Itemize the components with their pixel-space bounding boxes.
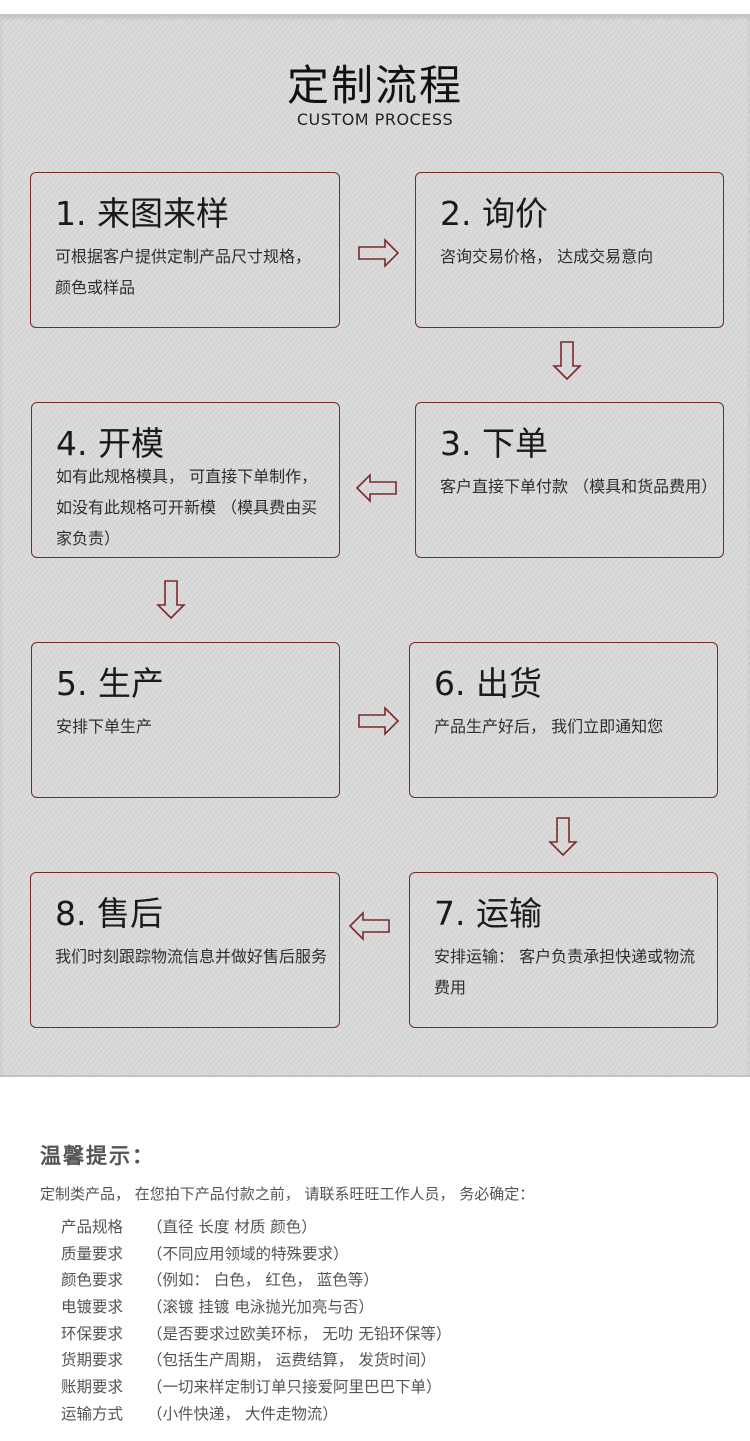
tip-item: 环保要求 （是否要求过欧美环标， 无叻 无铅环保等） xyxy=(61,1322,451,1349)
step-5-box: 5. 生产 安排下单生产 xyxy=(31,642,340,798)
tip-label: 货期要求 xyxy=(61,1351,124,1370)
tip-item: 运输方式 （小件快递， 大件走物流） xyxy=(61,1402,451,1429)
step-title: 5. 生产 xyxy=(56,664,164,703)
tip-label: 产品规格 xyxy=(61,1218,124,1236)
tip-item: 货期要求 （包括生产周期， 运费结算， 发货时间） xyxy=(61,1348,451,1375)
step-title: 8. 售后 xyxy=(55,894,163,933)
tip-item: 电镀要求 （滚镀 挂镀 电泳抛光加亮与否） xyxy=(61,1295,451,1322)
process-panel xyxy=(0,14,750,1077)
step-title: 4. 开模 xyxy=(56,424,164,463)
step-title: 2. 询价 xyxy=(440,194,548,233)
tip-label: 颜色要求 xyxy=(61,1271,124,1290)
tip-item: 产品规格 （直径 长度 材质 颜色） xyxy=(61,1215,451,1242)
arrow-down-icon xyxy=(156,580,186,620)
step-1-box: 1. 来图来样 可根据客户提供定制产品尺寸规格， 颜色或样品 xyxy=(30,172,340,328)
step-description: 产品生产好后， 我们立即通知您 xyxy=(434,717,664,736)
tip-label: 质量要求 xyxy=(61,1244,124,1263)
tip-item: 质量要求 （不同应用领域的特殊要求） xyxy=(61,1242,451,1269)
tip-value: （是否要求过欧美环标， 无叻 无铅环保等） xyxy=(147,1324,452,1343)
tip-value: （直径 长度 材质 颜色） xyxy=(147,1218,317,1236)
arrow-right-icon xyxy=(358,706,400,736)
step-6-box: 6. 出货 产品生产好后， 我们立即通知您 xyxy=(409,642,718,798)
step-8-box: 8. 售后 我们时刻跟踪物流信息并做好售后服务 xyxy=(30,872,340,1028)
tip-label: 环保要求 xyxy=(61,1324,124,1343)
arrow-down-icon xyxy=(548,817,578,857)
arrow-left-icon xyxy=(355,473,397,503)
tip-value: （滚镀 挂镀 电泳抛光加亮与否） xyxy=(147,1298,374,1317)
tip-value: （例如： 白色， 红色， 蓝色等） xyxy=(147,1271,379,1290)
step-description: 如有此规格模具， 可直接下单制作， 如没有此规格可开新模 （模具费由买家负责） xyxy=(56,467,318,548)
tips-title: 温馨提示： xyxy=(40,1144,155,1168)
step-description: 咨询交易价格， 达成交易意向 xyxy=(440,247,654,266)
tip-label: 运输方式 xyxy=(61,1404,124,1423)
arrow-left-icon xyxy=(348,911,390,941)
step-description: 安排下单生产 xyxy=(56,717,153,736)
step-7-box: 7. 运输 安排运输： 客户负责承担快递或物流费用 xyxy=(409,872,718,1028)
tip-label: 账期要求 xyxy=(61,1378,124,1397)
step-title: 6. 出货 xyxy=(434,664,542,703)
tip-value: （不同应用领域的特殊要求） xyxy=(147,1244,349,1263)
step-title: 7. 运输 xyxy=(434,894,542,933)
step-3-box: 3. 下单 客户直接下单付款 （模具和货品费用） xyxy=(415,402,724,558)
arrow-down-icon xyxy=(552,341,582,381)
arrow-right-icon xyxy=(358,238,400,268)
step-description: 我们时刻跟踪物流信息并做好售后服务 xyxy=(55,947,328,966)
step-4-box: 4. 开模 如有此规格模具， 可直接下单制作， 如没有此规格可开新模 （模具费由… xyxy=(31,402,340,558)
step-description: 客户直接下单付款 （模具和货品费用） xyxy=(440,477,718,496)
step-title: 3. 下单 xyxy=(440,424,548,463)
step-description: 安排运输： 客户负责承担快递或物流费用 xyxy=(434,947,696,997)
step-title: 1. 来图来样 xyxy=(55,194,229,233)
step-2-box: 2. 询价 咨询交易价格， 达成交易意向 xyxy=(415,172,724,328)
tip-value: （包括生产周期， 运费结算， 发货时间） xyxy=(147,1351,436,1370)
step-description: 可根据客户提供定制产品尺寸规格， 颜色或样品 xyxy=(55,247,312,297)
tip-value: （小件快递， 大件走物流） xyxy=(147,1404,338,1423)
tips-intro: 定制类产品， 在您拍下产品付款之前， 请联系旺旺工作人员， 务必确定： xyxy=(40,1185,535,1203)
tip-label: 电镀要求 xyxy=(61,1298,124,1317)
page-title: 定制流程 xyxy=(286,61,463,110)
tip-item: 账期要求 （一切来样定制订单只接爱阿里巴巴下单） xyxy=(61,1375,451,1402)
page-subtitle: CUSTOM PROCESS xyxy=(296,110,454,129)
tips-list: 产品规格 （直径 长度 材质 颜色） 质量要求 （不同应用领域的特殊要求） 颜色要求… xyxy=(61,1215,451,1429)
tip-value: （一切来样定制订单只接爱阿里巴巴下单） xyxy=(147,1378,442,1397)
tip-item: 颜色要求 （例如： 白色， 红色， 蓝色等） xyxy=(61,1268,451,1295)
